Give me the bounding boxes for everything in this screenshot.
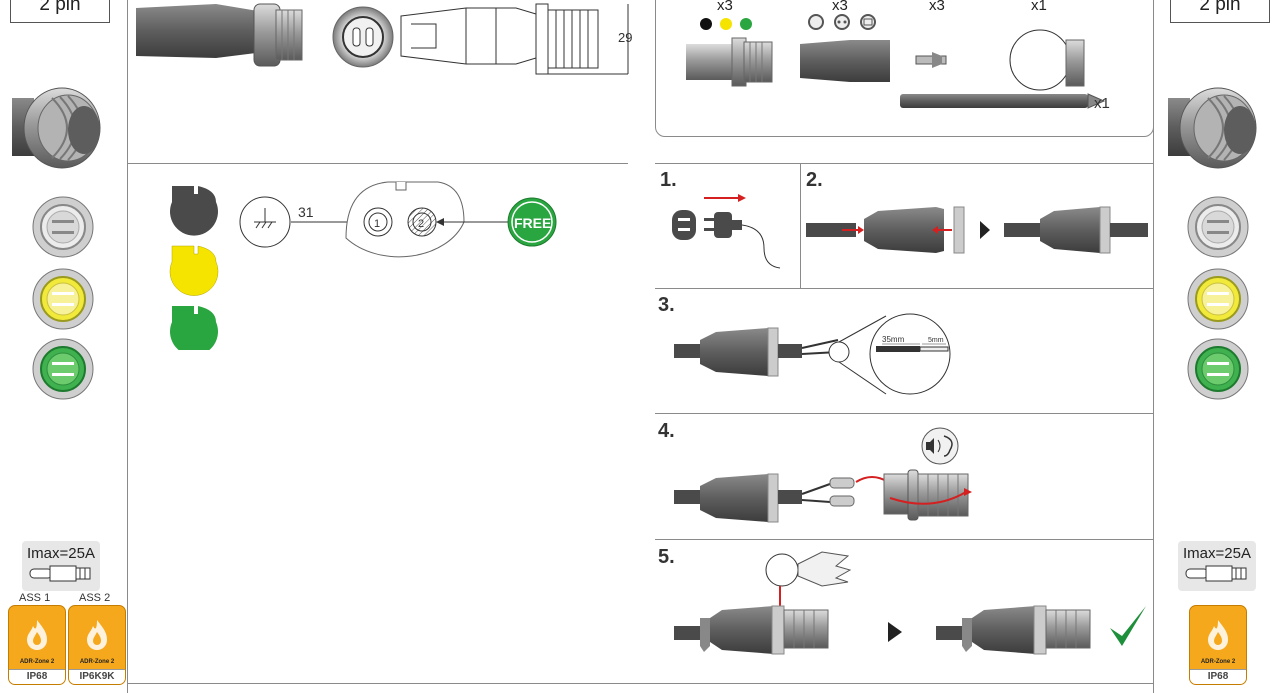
bottom-border	[127, 683, 1153, 684]
adr-badge-ip68: ADR-Zone 2 IP68	[8, 605, 66, 685]
adr-zone-text: ADR-Zone 2	[79, 659, 115, 665]
seal-count: x3	[832, 0, 848, 14]
step-column-divider	[800, 163, 801, 288]
step-3-strip-wires: 35mm 5mm	[674, 313, 951, 395]
top-left-separator	[128, 163, 628, 164]
yellow-face-view-right	[1187, 268, 1249, 330]
contact-icon	[1185, 565, 1247, 582]
flame-icon	[27, 620, 47, 650]
step-2-number: 2.	[806, 169, 823, 191]
ip68-rating: IP68	[9, 669, 65, 684]
max-current-box: Imax=25A	[22, 541, 100, 591]
right-divider	[1153, 0, 1154, 693]
receptacle-side-view	[12, 87, 101, 169]
step-4-number: 4.	[658, 420, 675, 442]
step-5-number: 5.	[658, 546, 675, 568]
color-coding-legend	[169, 186, 219, 350]
max-current-text: Imax=25A	[27, 545, 95, 562]
adr-badge-ip68-right: ADR-Zone 2 IP68	[1189, 605, 1247, 685]
contact-icon	[29, 565, 91, 582]
connector-assembly-drawing: 29	[136, 3, 632, 75]
green-face-view-right	[1187, 338, 1249, 400]
receptacle-side-view-right	[1168, 87, 1257, 169]
adr-badge-ip6k9k: ADR-Zone 2 IP6K9K	[68, 605, 126, 685]
steps-top-border	[655, 163, 1153, 164]
step-3-number: 3.	[658, 294, 675, 316]
adr-zone-text: ADR-Zone 2	[1200, 659, 1236, 665]
clamp-count: x1	[1031, 0, 1047, 14]
contact-count: x3	[929, 0, 945, 14]
step-row-divider-2	[655, 413, 1153, 414]
kit-contents-panel	[655, 0, 1154, 137]
grommet-count: x3	[717, 0, 733, 14]
ass2-label: ASS 2	[79, 592, 111, 604]
gray-face-view-right	[1187, 196, 1249, 258]
step-row-divider-3	[655, 539, 1153, 540]
max-current-text-right: Imax=25A	[1183, 545, 1251, 562]
pin-count-label: 2 pin	[10, 0, 110, 23]
step-4-insert-contacts	[674, 427, 972, 523]
step-1-number: 1.	[660, 169, 677, 191]
max-current-box-right: Imax=25A	[1178, 541, 1256, 591]
pin-assignment-diagram: 31 1 2 FREE	[239, 181, 557, 258]
gray-face-view	[32, 196, 94, 258]
flame-icon	[1208, 620, 1228, 650]
tie-count: x1	[1094, 95, 1110, 112]
kit-parts-drawing: x1	[686, 14, 1110, 112]
pin-1-label: 1	[374, 218, 380, 230]
ip6k9k-rating: IP6K9K	[69, 669, 125, 684]
adr-zone-text: ADR-Zone 2	[19, 659, 55, 665]
pin-2-label: 2	[418, 218, 424, 230]
step-1-disconnect-power	[672, 194, 781, 269]
strip-length-long: 35mm	[882, 335, 905, 344]
left-divider	[127, 0, 128, 693]
green-face-view	[32, 338, 94, 400]
pin-count-label-right: 2 pin	[1170, 0, 1270, 23]
terminal-number: 31	[298, 204, 314, 220]
yellow-face-view	[32, 268, 94, 330]
step-5-lock-connector	[674, 551, 1146, 655]
length-dimension: 29	[618, 30, 632, 45]
checkmark-icon	[1110, 606, 1146, 646]
free-pin-badge: FREE	[514, 215, 551, 231]
pin-count-text: 2 pin	[39, 0, 81, 15]
flame-icon	[87, 620, 107, 650]
step-row-divider-1	[655, 288, 1153, 289]
pin-count-text-right: 2 pin	[1199, 0, 1241, 15]
step-2-slide-grommet	[806, 206, 1148, 254]
strip-length-short: 5mm	[928, 337, 944, 344]
ip68-rating-right: IP68	[1190, 669, 1246, 684]
ass1-label: ASS 1	[19, 592, 51, 604]
